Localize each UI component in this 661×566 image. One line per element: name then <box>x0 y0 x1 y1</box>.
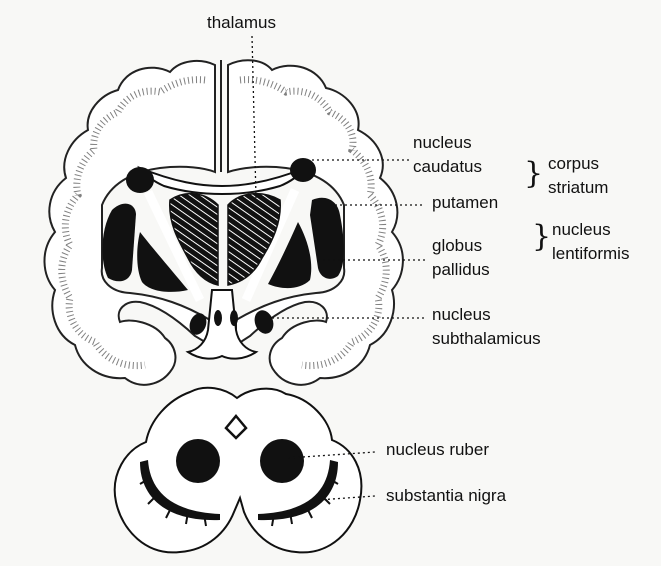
right-putamen <box>310 198 344 279</box>
label-globus-line2: pallidus <box>432 260 490 279</box>
label-corpus-line2: striatum <box>548 178 608 197</box>
label-subthalamicus-line1: nucleus <box>432 305 491 324</box>
left-small-nucleus <box>214 310 222 326</box>
corpus-callosum <box>140 168 305 194</box>
label-substantia-nigra: substantia nigra <box>386 486 507 505</box>
label-nucleus-caudatus-line2: caudatus <box>413 157 482 176</box>
right-nucleus-ruber <box>260 439 304 483</box>
label-nucleus-ruber: nucleus ruber <box>386 440 489 459</box>
label-putamen: putamen <box>432 193 498 212</box>
label-thalamus: thalamus <box>207 13 276 32</box>
brace-nucleus-lentiformis: } <box>532 219 551 254</box>
label-nucleus-caudatus-line1: nucleus <box>413 133 472 152</box>
coronal-section <box>44 60 402 385</box>
brace-corpus-striatum: } <box>524 156 543 191</box>
label-lentiformis-line1: nucleus <box>552 220 611 239</box>
label-subthalamicus-line2: subthalamicus <box>432 329 541 348</box>
left-nucleus-ruber <box>176 439 220 483</box>
left-thalamus <box>170 194 218 285</box>
midbrain-outline <box>115 388 362 553</box>
right-caudate <box>290 158 316 182</box>
label-lentiformis-line2: lentiformis <box>552 244 629 263</box>
left-putamen <box>102 204 136 282</box>
right-small-nucleus <box>230 310 238 326</box>
midbrain-section <box>115 388 362 553</box>
label-corpus-line1: corpus <box>548 154 599 173</box>
label-globus-line1: globus <box>432 236 482 255</box>
left-caudate <box>126 167 154 193</box>
